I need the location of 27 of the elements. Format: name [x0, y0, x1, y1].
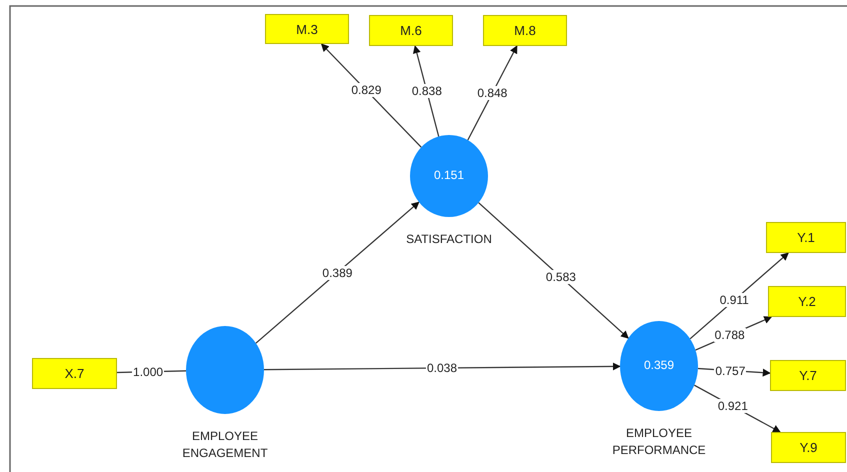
r-squared-value: 0.151	[432, 168, 466, 182]
edge-label: 0.757	[714, 364, 746, 378]
edge-label: 0.838	[410, 84, 443, 98]
arrow	[264, 362, 621, 370]
indicator-box: M.6	[369, 15, 453, 46]
arrow	[256, 202, 420, 344]
construct-name: EMPLOYEE ENGAGEMENT	[181, 428, 269, 462]
indicator-box: Y.1	[766, 222, 846, 253]
construct-name: SATISFACTION	[405, 231, 493, 248]
edge-label: 0.829	[350, 83, 382, 98]
indicator-box: Y.7	[770, 360, 846, 391]
indicator-box: M.8	[483, 15, 567, 46]
construct-name: EMPLOYEE PERFORMANCE	[611, 425, 707, 459]
edge-label: 1.000	[132, 364, 164, 379]
edge-label: 0.848	[476, 86, 508, 100]
arrow	[320, 43, 422, 148]
edge-label: 0.038	[426, 361, 458, 375]
edge-label: 0.921	[716, 399, 749, 414]
edge-label: 0.911	[718, 293, 750, 308]
edge-label: 0.583	[544, 270, 577, 284]
indicator-box: Y.2	[768, 286, 846, 317]
arrow	[478, 202, 629, 339]
indicator-box: X.7	[32, 358, 117, 389]
indicator-box: Y.9	[771, 432, 846, 463]
indicator-box: M.3	[265, 14, 349, 44]
edge-label: 0.389	[321, 266, 354, 280]
edge-label: 0.788	[714, 328, 746, 342]
